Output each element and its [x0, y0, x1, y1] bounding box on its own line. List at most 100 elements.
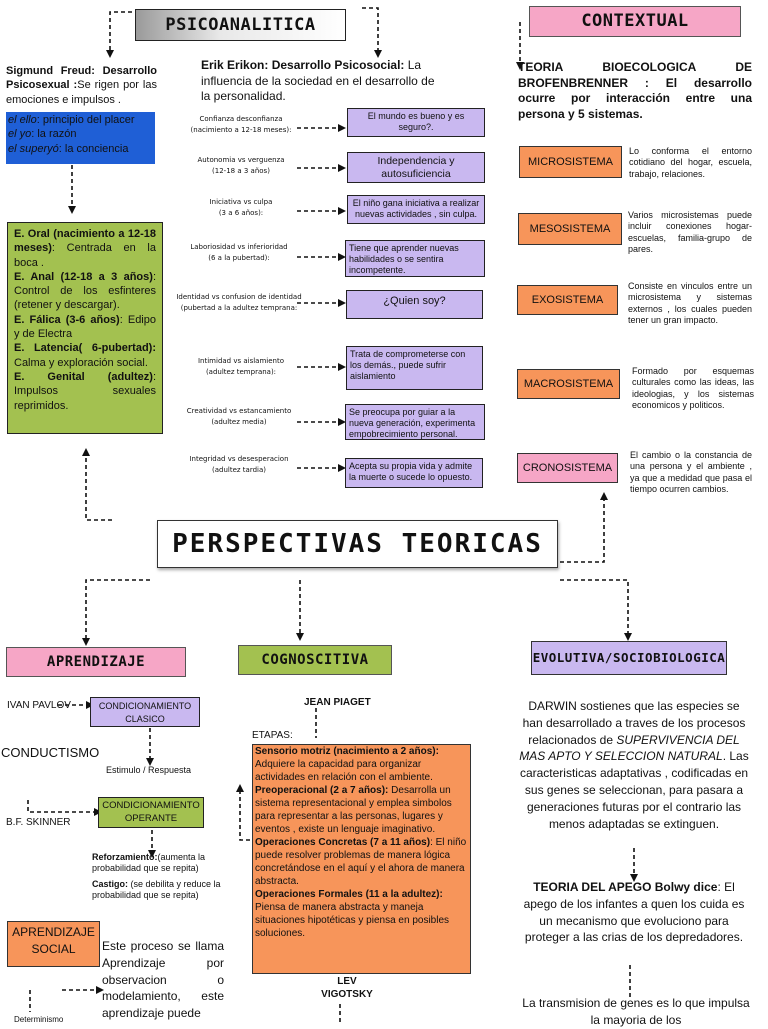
yo-term: el yo [8, 128, 32, 141]
stage-age: (3 a 6 años): [218, 208, 264, 217]
system-desc: Lo conforma el entorno cotidiano del hog… [629, 146, 752, 180]
freud-desc: Se rigen por las emociones e impulsos . [6, 79, 157, 106]
piaget-stage: Operaciones Concretas (7 a 11 años): El … [255, 836, 468, 888]
social-text: APRENDIZAJE SOCIAL [12, 925, 95, 957]
erikson-stage-name: Confianza desconfianza (nacimiento a 12-… [180, 114, 302, 135]
stage-name: Confianza desconfianza [199, 115, 283, 123]
vigotsky-label: LEV VIGOTSKY [313, 975, 381, 1001]
freud-stage-desc: : Impulsos sexuales reprimidos. [14, 370, 156, 412]
freud-name: Sigmund Freud: Desarrollo Psicosexual : [6, 65, 157, 92]
erikson-desc: La influencia de la sociedad en el desar… [201, 58, 435, 104]
erikson-stage-desc: Independencia y autosuficiencia [347, 152, 485, 183]
aprendizaje-header: APRENDIZAJE [6, 647, 186, 677]
apego-desc: : El apego de los infantes a quen los cu… [523, 880, 745, 945]
system-name: MACROSISTEMA [523, 378, 614, 390]
system-name: MESOSISTEMA [529, 223, 611, 235]
freud-psyche-box: el ello: principio del placer el yo: la … [6, 112, 155, 164]
freud-stage: E. Latencia( 6-pubertad): Calma y explor… [14, 341, 156, 370]
piaget-stage-desc: Adquiere la capacidad para organizar act… [255, 759, 433, 783]
castigo-label: Castigo: [92, 879, 128, 889]
pavlov-text: IVAN PAVLOV [7, 700, 71, 711]
genes-text: La transmision de genes es lo que impuls… [520, 995, 752, 1029]
stage-age: (12-18 a 3 años) [212, 166, 270, 175]
operante-box: CONDICIONAMIENTO OPERANTE [98, 797, 204, 828]
cognoscitiva-header-label: COGNOSCITIVA [261, 652, 369, 668]
stage-name: Integridad vs desesperacion [189, 455, 289, 463]
stage-desc: ¿Quien soy? [383, 295, 446, 307]
brofenbrenner-intro: TEORIA BIOECOLOGICA DE BROFENBRENNER : E… [518, 60, 752, 122]
system-desc: Varios microsistemas puede incluir conex… [628, 210, 752, 255]
piaget-stage-label: Operaciones Formales (11 a la adultez): [255, 889, 443, 900]
freud-stage-label: E. Fálica (3-6 años) [14, 313, 120, 326]
genes-text-content: La transmision de genes es lo que impuls… [522, 996, 750, 1027]
piaget-stage: Operaciones Formales (11 a la adultez): … [255, 888, 468, 940]
stage-age: (nacimiento a 12-18 meses): [190, 125, 292, 134]
erikson-stage-desc: El niño gana iniciativa a realizar nueva… [347, 195, 485, 224]
system-label: MESOSISTEMA [518, 213, 622, 245]
skinner-label: B.F. SKINNER [6, 816, 70, 829]
skinner-text: B.F. SKINNER [6, 817, 71, 828]
piaget-stage-desc: : El niño puede resolver problemas de ma… [255, 837, 467, 887]
freud-stage-desc: : Edipo y de Electra [14, 313, 156, 341]
erikson-stage-name: Autonomia vs verguenza (12-18 a 3 años) [180, 155, 302, 176]
refuerzo-text: Reforzamiento:(aumenta la probabilidad q… [92, 852, 232, 875]
erikson-stage-name: Integridad vs desesperacion (adultez tar… [172, 454, 306, 475]
piaget-stage: Sensorio motriz (nacimiento a 2 años): A… [255, 745, 468, 784]
freud-stage-desc: Calma y exploración social. [14, 356, 148, 369]
darwin-emphasis: SUPERVIVENCIA DEL MAS APTO Y SELECCION N… [519, 732, 740, 764]
freud-stage-label: E. Genital (adultez) [14, 370, 153, 383]
system-desc: Formado por esquemas culturales como las… [632, 366, 754, 411]
evolutiva-header: EVOLUTIVA/SOCIOBIOLOGICA [531, 641, 727, 675]
operante-text: CONDICIONAMIENTO OPERANTE [102, 800, 200, 824]
superyo-term: el superyó [8, 142, 59, 155]
system-desc-text: El cambio o la constancia de una persona… [630, 450, 752, 494]
psicoanalitica-header-label: PSICOANALITICA [165, 15, 316, 35]
psicoanalitica-header: PSICOANALITICA [135, 9, 346, 41]
piaget-text: JEAN PIAGET [304, 697, 371, 708]
stage-age: (adultez tardia) [212, 465, 266, 474]
determinismo-label: Determinismo [14, 1015, 63, 1024]
conductismo-label: CONDUCTISMO [1, 745, 99, 760]
system-desc: El cambio o la constancia de una persona… [630, 450, 752, 495]
erikson-stage-name: Iniciativa vs culpa (3 a 6 años): [180, 197, 302, 218]
main-title: PERSPECTIVAS TEORICAS [157, 520, 558, 568]
aprendizaje-social-box: APRENDIZAJE SOCIAL [7, 921, 100, 967]
stage-name: Intimidad vs aislamiento [197, 357, 285, 365]
refuerzo-desc: (aumenta la probabilidad que se repita) [92, 852, 206, 874]
system-name: EXOSISTEMA [531, 294, 604, 306]
erikson-stage-desc: Trata de comprometerse con los demás., p… [346, 346, 483, 390]
contextual-header: CONTEXTUAL [529, 6, 741, 37]
stage-name: Laboriosidad vs inferioridad [190, 243, 288, 251]
stage-name: Iniciativa vs culpa [209, 198, 273, 206]
freud-stage-desc: : Control de los esfinteres (retener y d… [14, 270, 156, 312]
system-label: MICROSISTEMA [519, 146, 622, 178]
freud-stage: E. Oral (nacimiento a 12-18 meses): Cent… [14, 227, 156, 270]
estimulo-label: Estimulo / Respuesta [106, 765, 191, 776]
piaget-label: JEAN PIAGET [304, 696, 371, 709]
darwin-text: DARWIN sostienes que las especies se han… [518, 698, 750, 832]
castigo-desc: (se debilita y reduce la probabilidad qu… [92, 879, 221, 901]
stage-desc: El niño gana iniciativa a realizar nueva… [352, 198, 480, 219]
piaget-stage-label: Preoperacional (2 a 7 años): [255, 785, 389, 796]
erikson-stage-desc: Acepta su propia vida y admite la muerte… [345, 458, 483, 488]
erikson-name: Erik Erikon: Desarrollo Psicosocial: [201, 58, 405, 72]
piaget-stage-desc: Desarrolla un sistema representacional y… [255, 785, 452, 835]
system-desc-text: Varios microsistemas puede incluir conex… [628, 210, 752, 254]
stage-desc: Acepta su propia vida y admite la muerte… [349, 461, 473, 482]
system-desc-text: Consiste en vinculos entre un microsiste… [628, 281, 752, 325]
darwin-text-a: DARWIN sostienes que las especies se han… [522, 699, 746, 747]
system-label: EXOSISTEMA [517, 285, 618, 315]
erikson-stage-name: Intimidad vs aislamiento (adultez tempra… [180, 356, 302, 377]
erikson-stage-desc: Se preocupa por guiar a la nueva generac… [345, 404, 485, 440]
yo-desc: : la razón [31, 128, 77, 141]
ello-desc: : principio del placer [36, 114, 135, 126]
freud-stages-box: E. Oral (nacimiento a 12-18 meses): Cent… [7, 222, 163, 434]
stage-desc: El mundo es bueno y es seguro?. [367, 111, 465, 132]
etapas-label: ETAPAS: [252, 729, 293, 742]
stage-age: (6 a la pubertad): [208, 253, 270, 262]
stage-desc: Trata de comprometerse con los demás., p… [350, 349, 466, 381]
superyo-desc: : la conciencia [58, 142, 129, 155]
stage-desc: Se preocupa por guiar a la nueva generac… [349, 407, 476, 439]
piaget-stage-label: Sensorio motriz (nacimiento a 2 años): [255, 746, 439, 757]
erikson-stage-name: Creatividad vs estancamiento (adultez me… [172, 406, 306, 427]
